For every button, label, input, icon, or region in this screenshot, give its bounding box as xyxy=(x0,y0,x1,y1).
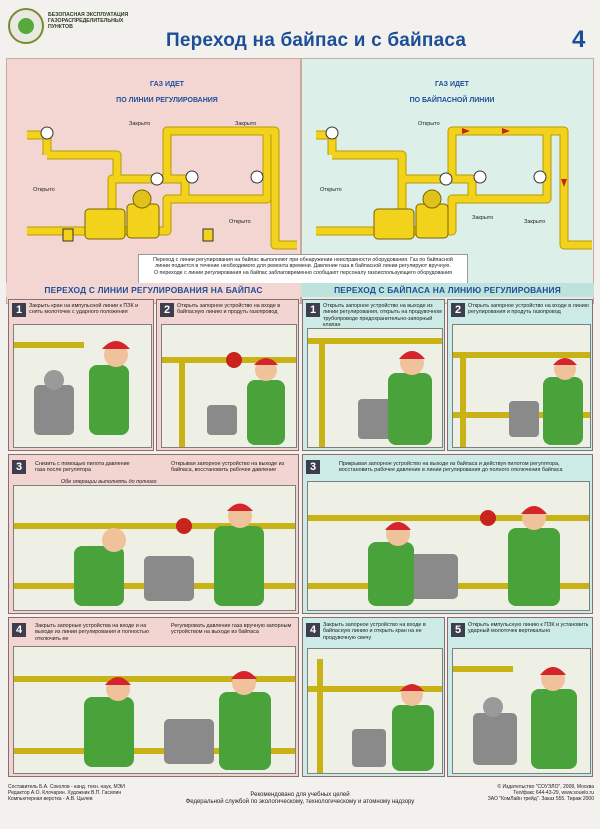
left-step-4-card: 4 Закрыть запорные устройства на входе и… xyxy=(8,617,299,777)
recommend-line-2: Федеральной службой по экологическому, т… xyxy=(185,799,415,806)
page-title: Переход на байпас и с байпаса xyxy=(166,30,467,51)
sheet-number: 4 xyxy=(572,26,586,53)
gauges xyxy=(325,126,547,186)
label-open-2: Открыто xyxy=(418,121,440,127)
right-step-3-card: 3 Прикрывая запорное устройство на выход… xyxy=(302,454,593,614)
step-illustration xyxy=(452,324,591,448)
step-text: Прикрывая запорное устройство на выходе … xyxy=(339,461,563,474)
note-line-2: линии подается в течение необходимого дл… xyxy=(155,263,451,270)
right-step-2-card: 2 Открыть запорное устройство на входе в… xyxy=(447,299,593,451)
step-illustration xyxy=(307,328,443,448)
label-closed-2: Закрыто xyxy=(524,219,546,225)
step-illustration xyxy=(161,324,297,448)
step-number-badge: 5 xyxy=(451,623,465,637)
publisher-line-3: ЗАО "КомЛайн трейд". Заказ 555. Тираж 20… xyxy=(487,796,594,802)
step-text: Закрыть кран на импульсной линии к ПЗК и… xyxy=(29,303,139,316)
pipe-network xyxy=(27,127,297,249)
step-illustration xyxy=(13,485,296,611)
step-illustration xyxy=(452,648,591,774)
step-text-a: Снизить с помощью пилота давление газа п… xyxy=(35,461,130,474)
step-number-badge: 1 xyxy=(306,303,320,317)
left-step-3-card: 3 Снизить с помощью пилота давление газа… xyxy=(8,454,299,614)
top-left-caption: Газ идет по линии регулирования xyxy=(116,81,218,104)
credits-line-1: Составитель Б.А. Соколов - канд. техн. н… xyxy=(8,784,125,790)
step-text-a: Закрыть запорные устройства на входе и н… xyxy=(35,623,149,642)
step-number-badge: 2 xyxy=(160,303,174,317)
left-step-2-card: 2 Открыть запорное устройство на входе в… xyxy=(156,299,299,451)
step-illustration xyxy=(13,646,296,774)
series-label: Безопасная эксплуатация газораспределите… xyxy=(48,12,129,30)
regulator-unit xyxy=(373,189,449,240)
publisher-logo xyxy=(8,8,44,44)
step-text-b: Регулировать давление газа вручную запор… xyxy=(171,623,292,636)
note-line-1: Переход с линии регулирования на байпас … xyxy=(153,257,453,263)
label-open-1: Открыто xyxy=(320,187,342,193)
gauges xyxy=(40,126,264,186)
left-section-banner: Переход с линии регулирования на байпас xyxy=(6,283,301,297)
step-number-badge: 3 xyxy=(12,460,26,474)
valve-handwheels xyxy=(62,228,214,242)
right-step-1-card: 1 Открыть запорное устройство на выходе … xyxy=(302,299,445,451)
pipe-network xyxy=(316,127,592,249)
left-step-1-card: 1 Закрыть кран на импульсной линии к ПЗК… xyxy=(8,299,154,451)
bypass-line-schematic xyxy=(316,126,592,250)
step-number-badge: 3 xyxy=(306,460,320,474)
label-closed-1: Закрыто xyxy=(472,215,494,221)
label-closed-2: Закрыто xyxy=(235,121,257,127)
note-line-3: О переходе с линии регулирования на байп… xyxy=(153,269,453,276)
flow-arrows xyxy=(462,128,567,187)
step-text: Закрыть запорное устройство на входе в б… xyxy=(323,622,426,641)
step-number-badge: 4 xyxy=(306,623,320,637)
intro-note: Переход с линии регулирования на байпас … xyxy=(138,254,468,284)
credits-line-3: Компьютерная верстка - А.В. Цылев xyxy=(8,796,93,802)
step-text: Открыть запорное устройство на входе в л… xyxy=(468,303,589,316)
publisher-line-2: Тел/факс 644-43-29, www.souelo.ru xyxy=(513,790,594,796)
step-text: Открыть запорное устройство на выходе из… xyxy=(323,303,442,328)
recommendation: Рекомендовано для учебных целей Федераль… xyxy=(150,792,450,807)
publisher-line-1: © Издательство "СОУЭЛО", 2008, Москва xyxy=(497,784,594,790)
right-step-4-card: 4 Закрыть запорное устройство на входе в… xyxy=(302,617,445,777)
step-text: Открыть запорное устройство на входе в б… xyxy=(177,303,281,316)
publisher-info: © Издательство "СОУЭЛО", 2008, Москва Те… xyxy=(460,784,594,802)
top-right-caption: Газ идет по байпасной линии xyxy=(409,81,495,104)
step-number-badge: 1 xyxy=(12,303,26,317)
step-illustration xyxy=(13,324,152,448)
top-left-schematic-panel: Газ идет по линии регулирования Открыто … xyxy=(6,58,301,304)
step-text-c: Открывая запорное устройство на выходе и… xyxy=(171,461,285,474)
label-open-2: Открыто xyxy=(229,219,251,225)
step-illustration xyxy=(307,648,443,774)
recommend-line-1: Рекомендовано для учебных целей xyxy=(250,792,350,798)
step-illustration xyxy=(307,481,590,611)
step-text: Открыть импульсную линию к ПЗК и установ… xyxy=(468,622,589,635)
label-closed-1: Закрыто xyxy=(129,121,151,127)
label-open-1: Открыто xyxy=(33,187,55,193)
regulation-line-schematic xyxy=(27,126,297,250)
regulator-unit xyxy=(84,189,160,240)
step-number-badge: 2 xyxy=(451,303,465,317)
credits-line-2: Редактор А.О. Клочарин. Художник В.П. Га… xyxy=(8,790,122,796)
step-number-badge: 4 xyxy=(12,623,26,637)
right-section-banner: Переход с байпаса на линию регулирования xyxy=(301,283,594,297)
credits: Составитель Б.А. Соколов - канд. техн. н… xyxy=(8,784,158,802)
right-step-5-card: 5 Открыть импульсную линию к ПЗК и устан… xyxy=(447,617,593,777)
